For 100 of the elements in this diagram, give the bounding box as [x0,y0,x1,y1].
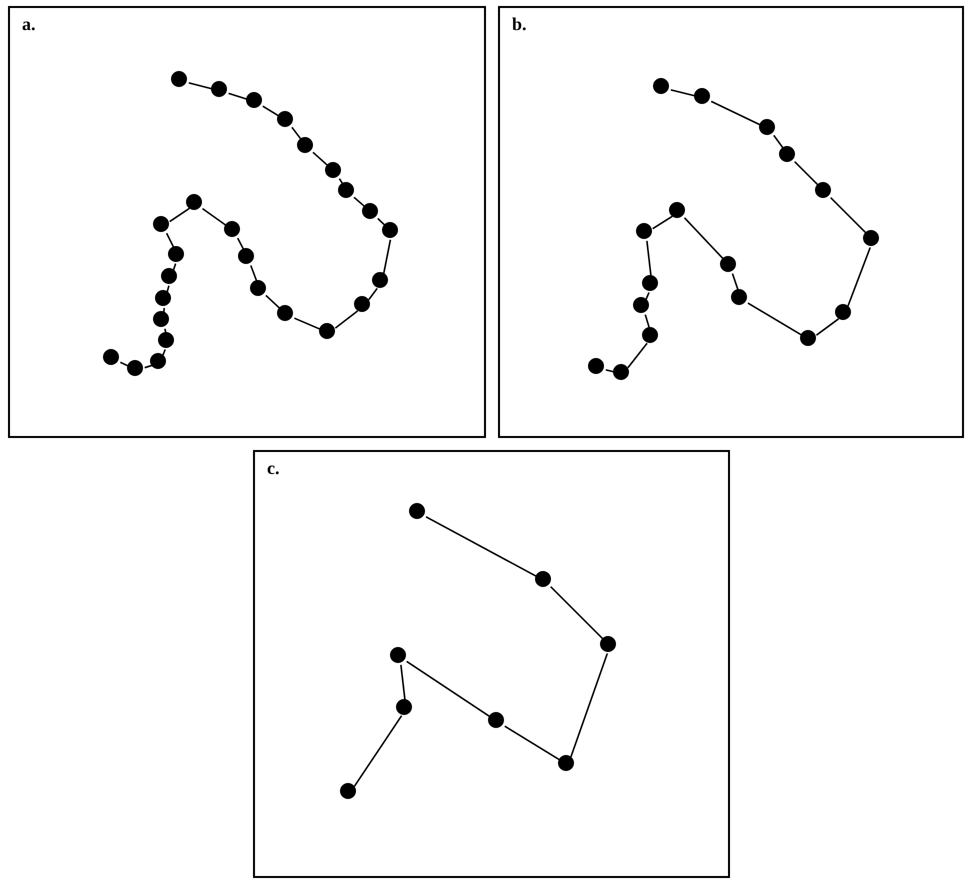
data-point-dot [238,248,254,264]
data-point-dot [835,304,851,320]
connector-line [748,302,804,337]
data-point-dot [171,71,187,87]
data-point-dot [372,272,388,288]
connector-line [794,161,820,187]
connector-line [144,364,153,368]
data-point-dot [127,360,143,376]
connector-line [353,196,367,208]
data-point-dot [600,636,616,652]
connector-line [334,310,358,329]
connector-line [250,265,258,283]
connector-line [166,232,176,250]
connector-line [847,247,871,307]
data-point-dot [319,323,335,339]
data-point-dot [325,162,341,178]
connector-line [627,342,648,368]
connector-line [354,715,402,787]
panel-frame [8,6,486,438]
data-point-dot [535,571,551,587]
data-point-dot [250,280,266,296]
connector-line [644,314,650,330]
data-point-dot [613,364,629,380]
data-point-dot [694,88,710,104]
data-point-dot [277,305,293,321]
data-point-dot [362,203,378,219]
data-point-dot [759,119,775,135]
data-point-dot [558,755,574,771]
connector-line [406,660,492,718]
data-point-dot [168,246,184,262]
data-point-dot [653,78,669,94]
data-point-dot [224,221,240,237]
data-point-dot [158,332,174,348]
data-point-dot [186,194,202,210]
connector-line [773,134,785,150]
data-point-dot [779,146,795,162]
connector-line [188,82,214,90]
data-point-dot [669,202,685,218]
connector-line [265,294,282,310]
data-point-dot [211,81,227,97]
data-point-dot [354,296,370,312]
connector-line [262,106,281,118]
data-point-dot [636,223,652,239]
data-point-dot [161,268,177,284]
panel-letter: b. [512,14,527,35]
data-point-dot [815,182,831,198]
data-point-dot [246,92,262,108]
connector-line [570,653,608,758]
connector-line [684,217,726,261]
connector-line [550,586,605,641]
data-point-dot [720,256,736,272]
connector-line [166,285,170,293]
connector-line [732,273,740,292]
data-point-dot [277,111,293,127]
connector-line [294,317,322,331]
data-point-dot [103,349,119,365]
connector-line [169,208,190,222]
connector-line [400,664,406,702]
connector-line [228,92,249,100]
panel-frame [253,450,730,878]
connector-line [670,89,696,97]
data-point-dot [642,275,658,291]
data-point-dot [488,712,504,728]
connector-line [426,516,538,578]
data-point-dot [731,289,747,305]
connector-line [120,362,130,368]
connector-line [291,126,303,142]
data-point-dot [800,330,816,346]
connector-line [504,726,562,762]
panel-letter: c. [267,458,280,479]
connector-line [164,328,167,334]
connector-line [368,288,378,300]
connector-line [163,308,165,314]
data-point-dot [155,290,171,306]
data-point-dot [153,311,169,327]
panel-letter: a. [22,14,36,35]
data-point-dot [396,699,412,715]
data-point-dot [642,327,658,343]
connector-line [202,208,228,228]
data-point-dot [340,783,356,799]
connector-line [606,369,616,373]
connector-line [172,263,176,271]
connector-line [338,178,344,186]
connector-line [646,240,652,278]
data-point-dot [390,647,406,663]
data-point-dot [338,182,354,198]
data-point-dot [588,358,604,374]
connector-line [236,238,246,252]
connector-line [816,318,840,336]
connector-line [377,218,387,228]
data-point-dot [150,353,166,369]
data-point-dot [633,297,649,313]
data-point-dot [153,216,169,232]
connector-line [162,349,166,356]
connector-line [645,292,650,300]
data-point-dot [297,137,313,153]
connector-line [312,152,330,168]
data-point-dot [382,222,398,238]
panel-frame [498,6,964,438]
data-point-dot [409,503,425,519]
